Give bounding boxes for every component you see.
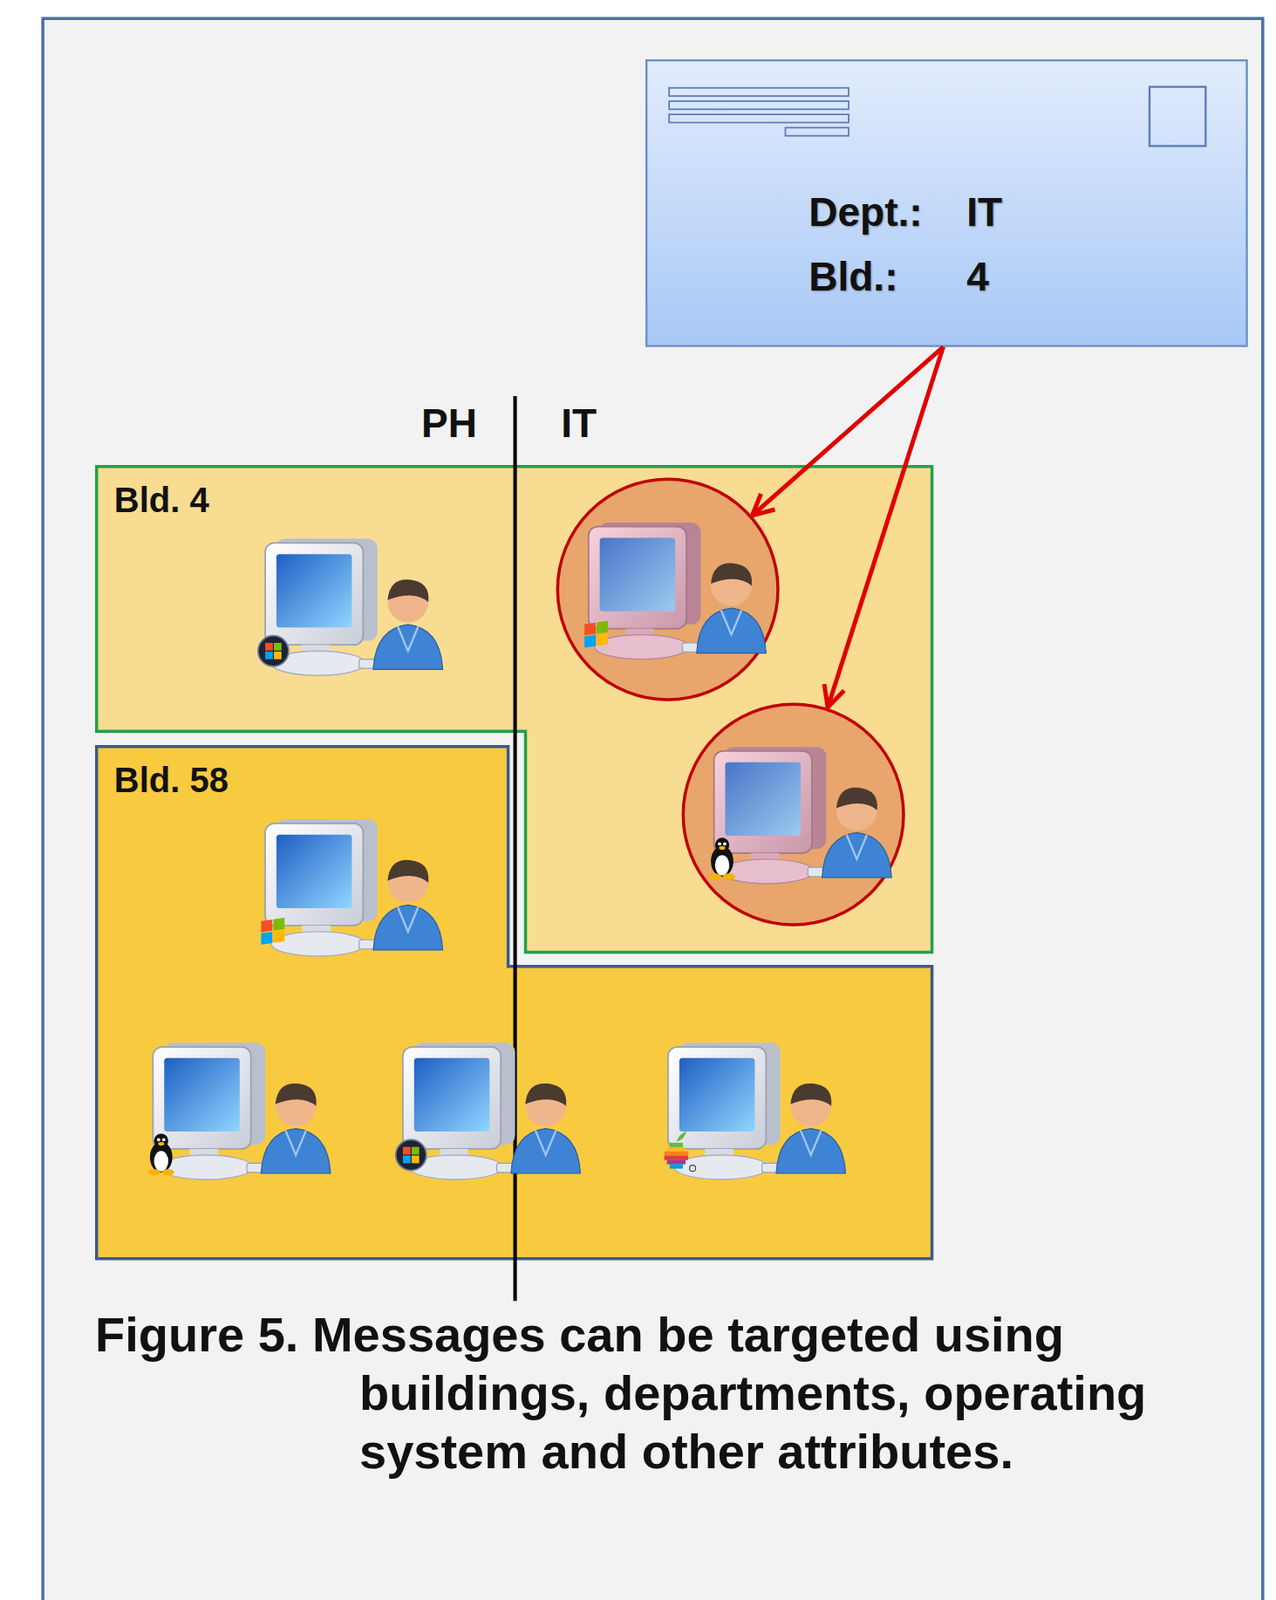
- building-label: Bld. 4: [114, 480, 210, 520]
- computer-icons: [148, 522, 893, 1180]
- envelope-address: Dept.:ITBld.:4: [645, 59, 1249, 310]
- address-field: Bld.:: [808, 244, 967, 310]
- linux-badge: [148, 1132, 175, 1175]
- building-outline: [96, 745, 933, 1258]
- department-label: IT: [560, 399, 597, 447]
- computer-user-icon: [395, 1042, 581, 1180]
- target-highlight-outline: [681, 702, 906, 927]
- highlight-circle: [558, 479, 779, 701]
- message-envelope-outline: [645, 59, 1249, 348]
- target-highlight-outline: [555, 477, 780, 702]
- envelope-lines: [668, 87, 1206, 147]
- address-field: Dept.:: [808, 179, 967, 246]
- label-holder: IT: [560, 399, 597, 447]
- caption-holder: Figure 5. Messages can be targeted using…: [95, 1304, 1264, 1481]
- target-highlight: [681, 702, 906, 927]
- computer-user-icon: [258, 539, 444, 676]
- message-arrow: [827, 347, 943, 708]
- computer-user-icon: [664, 1042, 847, 1180]
- address-value: IT: [966, 179, 1249, 246]
- figure-frame: [42, 18, 1263, 1600]
- building-region-outline: [95, 744, 934, 1261]
- address-value: 4: [966, 244, 1249, 310]
- envelope-stamp: [1149, 87, 1206, 147]
- message-arrow: [751, 347, 943, 516]
- vista-badge: [258, 635, 289, 667]
- highlight-circle: [683, 703, 905, 925]
- target-highlight: [555, 477, 780, 702]
- figure-caption: Figure 5. Messages can be targeted using…: [95, 1304, 1264, 1481]
- xp-badge: [260, 917, 285, 945]
- computer-user-icon: [584, 522, 766, 660]
- computer-user-icon: [260, 818, 443, 956]
- building-region: Bld. 58: [95, 744, 934, 1261]
- department-label: PH: [421, 399, 478, 447]
- xp-badge: [584, 620, 608, 649]
- message-envelope: Dept.:ITBld.:4: [645, 59, 1249, 348]
- linux-badge: [709, 837, 736, 880]
- apple-badge: [664, 1131, 696, 1172]
- label-holder: PH: [421, 399, 478, 447]
- department-divider: [513, 395, 518, 1301]
- computer-user-icon: [148, 1042, 331, 1180]
- computer-user-icon: [709, 746, 892, 884]
- vista-badge: [395, 1139, 427, 1170]
- envelope-body: [646, 60, 1247, 346]
- building-label: Bld. 58: [114, 760, 229, 800]
